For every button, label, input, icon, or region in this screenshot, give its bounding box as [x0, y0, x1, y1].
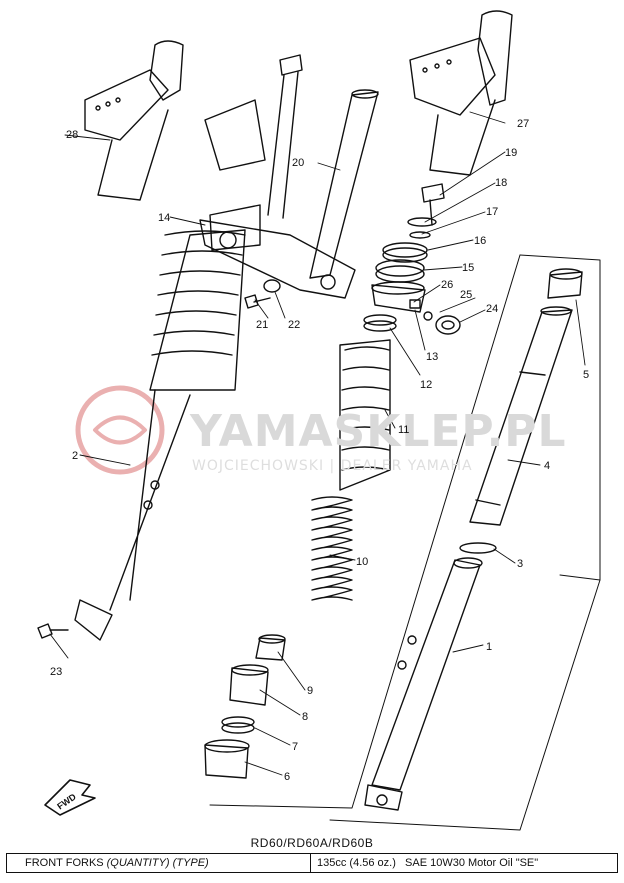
- part-label-11: 11: [398, 424, 409, 436]
- spec-label-qualifier: (QUANTITY) (TYPE): [106, 857, 209, 869]
- part-label-10: 10: [356, 556, 368, 568]
- part-label-22: 22: [288, 319, 300, 331]
- part-22-collar: [263, 279, 281, 293]
- part-label-28: 28: [66, 129, 78, 141]
- spec-label: FRONT FORKS: [25, 857, 104, 869]
- part-number-labels: 1 2 3 4 5 6 7 8 9 10 11 12 13 14 15 16 1…: [50, 118, 589, 783]
- part-4-inner-tube: [469, 306, 573, 526]
- part-3-circlip: [459, 542, 497, 554]
- part-label-26: 26: [441, 279, 453, 291]
- part-10-fork-spring: [311, 496, 353, 601]
- part-15-ring: [375, 259, 425, 283]
- assembly-guide-lines: [209, 254, 601, 831]
- part-label-12: 12: [420, 379, 432, 391]
- part-24-reflector: [435, 315, 461, 335]
- watermark-sub: WOJCIECHOWSKI | DEALER YAMAHA: [192, 458, 473, 474]
- part-label-4: 4: [544, 460, 550, 472]
- part-12-ring: [363, 314, 397, 332]
- part-label-9: 9: [307, 685, 313, 697]
- part-label-13: 13: [426, 351, 438, 363]
- part-21-bolt: [244, 294, 271, 309]
- part-label-14: 14: [158, 212, 170, 224]
- part-label-24: 24: [486, 303, 498, 315]
- part-label-5: 5: [583, 369, 589, 381]
- fork-oil-spec-table: FRONT FORKS (QUANTITY) (TYPE) 135cc (4.5…: [6, 853, 618, 873]
- model-designation: RD60/RD60A/RD60B: [250, 836, 374, 850]
- part-label-15: 15: [462, 262, 474, 274]
- part-label-3: 3: [517, 558, 523, 570]
- part-label-8: 8: [302, 711, 308, 723]
- part-11-fork-boot: [339, 339, 391, 491]
- part-19-bolt: [421, 183, 445, 226]
- part-18-washer: [407, 217, 437, 227]
- part-label-25: 25: [460, 289, 472, 301]
- watermark-logo: [75, 385, 165, 475]
- part-9-bushing: [255, 634, 286, 661]
- spec-label-cell: FRONT FORKS (QUANTITY) (TYPE): [7, 854, 311, 872]
- part-5-cap: [547, 268, 583, 299]
- part-13-upper-cover: [371, 281, 426, 313]
- part-label-1: 1: [486, 641, 492, 653]
- part-2-left-fork-assembly: [74, 54, 303, 641]
- spec-value: 135cc (4.56 oz.) SAE 10W30 Motor Oil "SE…: [317, 857, 539, 869]
- part-6-seal: [204, 739, 250, 779]
- part-label-21: 21: [256, 319, 268, 331]
- part-label-2: 2: [72, 450, 78, 462]
- watermark-brand: YAMASKLEP.PL: [189, 406, 567, 457]
- part-1-outer-tube: [364, 557, 483, 811]
- part-20-steering-stem: [309, 89, 379, 279]
- part-8-bushing: [229, 664, 269, 706]
- spec-value-cell: 135cc (4.56 oz.) SAE 10W30 Motor Oil "SE…: [311, 854, 617, 872]
- leader-lines: [49, 111, 586, 776]
- part-16-cap: [382, 242, 428, 263]
- part-14-under-bracket: [199, 219, 356, 299]
- part-27-headlight-bracket-right: [409, 10, 513, 176]
- part-label-20: 20: [292, 157, 304, 169]
- part-label-6: 6: [284, 771, 290, 783]
- part-25-nut: [423, 311, 433, 321]
- part-label-18: 18: [495, 177, 507, 189]
- part-28-headlight-bracket-left: [84, 40, 184, 201]
- part-label-27: 27: [517, 118, 529, 130]
- part-label-17: 17: [486, 206, 498, 218]
- part-7-washer: [221, 716, 255, 734]
- exploded-parts-diagram: YAMASKLEP.PL WOJCIECHOWSKI | DEALER YAMA…: [37, 10, 601, 831]
- part-label-23: 23: [50, 666, 62, 678]
- fwd-direction-arrow: [44, 779, 96, 816]
- part-17-seal: [409, 231, 431, 239]
- part-23-bolt: [37, 623, 69, 639]
- part-label-7: 7: [292, 741, 298, 753]
- part-label-16: 16: [474, 235, 486, 247]
- part-label-19: 19: [505, 147, 517, 159]
